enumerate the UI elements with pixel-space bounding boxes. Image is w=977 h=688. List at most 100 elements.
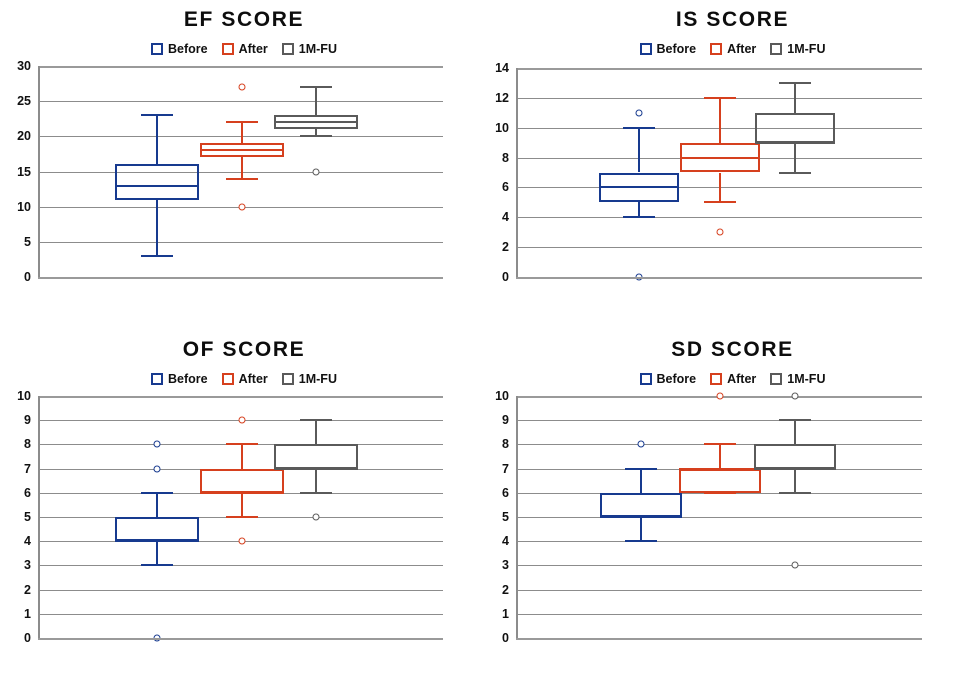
boxplot-ef-before [0,56,488,291]
gridline-2 [40,590,443,591]
median-line [199,149,284,152]
y-axis-tick-label: 20 [17,129,31,144]
y-axis-tick-label: 6 [502,180,509,195]
gridline-9 [518,420,922,421]
whisker-upper [315,87,318,116]
y-axis-tick-label: 14 [495,61,509,75]
whisker-upper [240,122,243,144]
y-axis-tick-label: 5 [24,234,31,249]
median-line [600,516,683,518]
legend-swatch-before-icon [151,43,164,55]
whisker-cap-min [300,135,333,138]
median-line [753,467,836,470]
whisker-cap-max [140,114,173,117]
gridline-30 [40,66,443,68]
chart-legend-is: Before After 1M-FU [488,42,977,56]
legend-item-before[interactable]: Before [639,372,697,386]
legend-swatch-1mfu-icon [770,373,783,385]
box-iqr [199,468,284,493]
whisker-lower [638,202,641,218]
y-axis-tick-label: 2 [24,582,31,597]
legend-swatch-after-icon [710,373,723,385]
whisker-cap-max [778,419,811,422]
boxplot-of-after [0,386,488,648]
whisker-lower [640,517,643,542]
chart-title-ef: EF SCORE [183,8,305,31]
gridline-4 [518,217,922,218]
gridline-3 [40,565,443,566]
legend-item-1mfu[interactable]: 1M-FU [770,372,825,386]
y-axis-tick-label: 3 [502,558,509,573]
whisker-cap-max [225,443,258,446]
whisker-cap-min [778,491,811,494]
y-axis-tick-label: 1 [24,606,31,621]
x-axis-line [38,277,443,279]
y-axis-tick-label: 6 [502,485,509,500]
whisker-cap-min [625,540,658,543]
y-axis-tick-label: 1 [502,606,509,621]
whisker-cap-min [225,177,258,180]
outlier-point [312,168,320,175]
outlier-point [238,203,245,211]
chart-title-is: IS SCORE [675,8,790,31]
legend-item-before[interactable]: Before [151,372,208,386]
legend-item-after[interactable]: After [221,372,268,386]
median-line [114,540,199,543]
whisker-cap-min [704,201,736,204]
legend-label-1mfu: 1M-FU [787,372,826,386]
whisker-cap-min [140,564,173,567]
median-line [199,491,284,494]
box-iqr [600,492,683,517]
legend-item-1mfu[interactable]: 1M-FU [770,42,825,56]
legend-item-1mfu[interactable]: 1M-FU [281,372,337,386]
gridline-1 [518,614,922,615]
legend-swatch-after-icon [221,373,234,385]
legend-item-before[interactable]: Before [639,42,697,56]
y-axis-tick-label: 8 [24,437,31,452]
whisker-lower [793,142,796,173]
legend-label-after: After [238,42,268,56]
legend-label-before: Before [168,42,208,56]
whisker-upper [640,468,643,493]
median-line [599,186,680,189]
y-axis-line [516,68,518,279]
whisker-lower [793,468,796,493]
gridline-5 [40,242,443,243]
gridline-2 [518,247,922,248]
legend-label-before: Before [656,372,697,386]
gridline-2 [518,590,922,591]
legend-item-1mfu[interactable]: 1M-FU [281,42,337,56]
whisker-cap-max [778,81,811,84]
legend-label-before: Before [656,42,697,56]
legend-item-after[interactable]: After [221,42,268,56]
y-axis-tick-label: 4 [24,534,31,549]
chart-legend-of: Before After 1M-FU [0,372,488,386]
outlier-point [153,465,161,473]
y-axis-tick-label: 7 [502,461,509,476]
x-axis-line [516,277,922,279]
y-axis-tick-label: 30 [17,59,31,73]
whisker-cap-max [225,121,258,124]
y-axis-tick-label: 6 [24,485,31,500]
whisker-upper [155,115,158,165]
whisker-cap-max [704,443,736,446]
legend-label-before: Before [168,372,208,386]
whisker-cap-max [300,419,333,422]
legend-item-after[interactable]: After [710,372,756,386]
box-iqr [754,112,835,143]
y-axis-tick-label: 9 [24,413,31,428]
legend-item-after[interactable]: After [710,42,756,56]
whisker-upper [793,420,796,445]
y-axis-tick-label: 0 [502,270,509,284]
legend-swatch-after-icon [221,43,234,55]
legend-swatch-before-icon [639,373,652,385]
legend-item-before[interactable]: Before [151,42,208,56]
box-iqr [679,468,761,493]
y-axis-tick-label: 0 [502,631,509,645]
